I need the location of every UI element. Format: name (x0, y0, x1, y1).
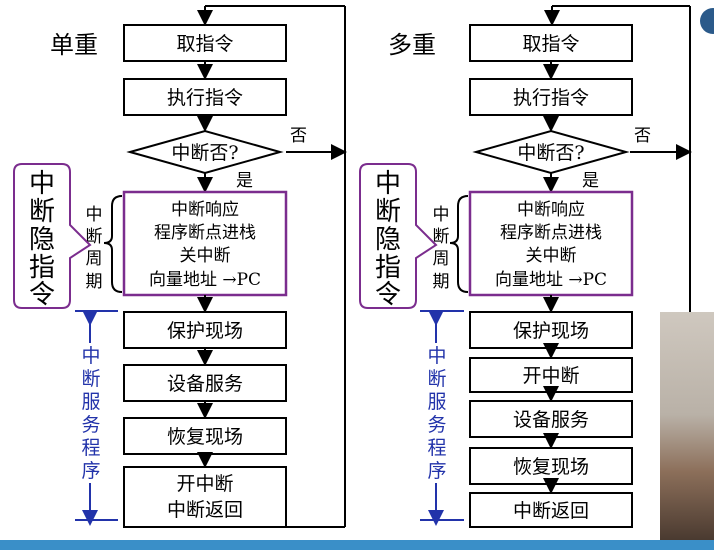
right-cycle-label-3: 周 (433, 249, 450, 269)
right-device-box (469, 400, 633, 438)
left-no-label: 否 (290, 126, 307, 146)
left-cycle-label-2: 断 (86, 227, 103, 247)
right-restore-text: 恢复现场 (513, 456, 589, 478)
right-hidden-2: 断 (375, 197, 401, 227)
right-yes-label: 是 (582, 171, 599, 191)
left-device-box (123, 364, 287, 402)
left-execute-text: 执行指令 (167, 87, 243, 109)
left-flowchart: 单重 取指令 执行指令 中断否? 否 是 中断响应 程序断点进栈 关中断 向量地… (13, 5, 347, 528)
left-return-box (123, 466, 287, 528)
left-service-2: 断 (81, 368, 100, 390)
left-cycle-label-3: 周 (86, 249, 103, 269)
right-cycle-label-2: 断 (433, 227, 450, 247)
right-cycle-line3: 关中断 (526, 246, 577, 266)
right-cycle-box (468, 190, 634, 297)
left-cycle-line4: 向量地址 →PC (149, 270, 261, 290)
right-hidden-1: 中 (375, 169, 401, 199)
right-return-text: 中断返回 (513, 500, 589, 522)
right-cycle-line1: 中断响应 (517, 200, 585, 220)
right-cycle-label-4: 期 (433, 272, 450, 292)
right-service-1: 中 (427, 345, 446, 367)
right-device-text: 设备服务 (513, 409, 589, 431)
right-execute-text: 执行指令 (513, 87, 589, 109)
right-no-label: 否 (634, 126, 651, 146)
left-cycle-label-1: 中 (86, 205, 103, 225)
right-fetch-box (469, 24, 633, 62)
left-decision (126, 129, 284, 175)
corner-badge-icon (700, 8, 714, 34)
right-cycle-line2: 程序断点进栈 (500, 223, 602, 243)
bottom-bar (0, 540, 714, 550)
right-cycle-line4: 向量地址 →PC (495, 270, 607, 290)
left-fetch-box (123, 24, 287, 62)
right-return-box (469, 492, 633, 528)
right-service-5: 程 (427, 437, 446, 459)
right-hidden-callout (359, 163, 438, 309)
webcam-overlay (660, 312, 714, 540)
right-execute-box (469, 78, 633, 116)
left-execute-box (123, 78, 287, 116)
left-decision-text: 中断否? (171, 142, 238, 164)
right-fetch-text: 取指令 (522, 33, 579, 55)
left-return-line1: 开中断 (176, 473, 233, 495)
right-decision-text: 中断否? (517, 142, 584, 164)
right-decision (472, 129, 630, 175)
left-cycle-brace (103, 195, 123, 293)
left-cycle-label-4: 期 (86, 272, 103, 292)
left-cycle-box (122, 190, 288, 297)
right-cycle-label-1: 中 (433, 205, 450, 225)
right-hidden-5: 令 (375, 280, 401, 310)
left-yes-label: 是 (236, 171, 253, 191)
left-service-3: 服 (81, 391, 100, 413)
right-hidden-4: 指 (375, 253, 401, 283)
left-cycle-line2: 程序断点进栈 (154, 223, 256, 243)
left-hidden-4: 指 (29, 253, 55, 283)
right-service-3: 服 (427, 391, 446, 413)
right-service-2: 断 (427, 368, 446, 390)
right-hidden-3: 隐 (375, 225, 401, 255)
left-hidden-2: 断 (29, 197, 55, 227)
left-hidden-5: 令 (29, 280, 55, 310)
left-restore-text: 恢复现场 (167, 426, 243, 448)
left-service-4: 务 (81, 414, 100, 436)
right-save-text: 保护现场 (513, 320, 589, 342)
left-cycle-line3: 关中断 (180, 246, 231, 266)
right-enable-text: 开中断 (522, 365, 579, 387)
left-return-line2: 中断返回 (167, 499, 243, 521)
left-cycle-line1: 中断响应 (171, 200, 239, 220)
left-restore-box (123, 417, 287, 455)
left-service-1: 中 (81, 345, 100, 367)
left-device-text: 设备服务 (167, 373, 243, 395)
right-flowchart: 多重 取指令 执行指令 中断否? 否 是 中断响应 程序断点进栈 关中断 向量地… (359, 5, 692, 528)
right-title: 多重 (388, 31, 436, 59)
left-hidden-3: 隐 (29, 225, 55, 255)
left-hidden-callout (13, 163, 92, 309)
left-title: 单重 (50, 31, 98, 59)
left-service-5: 程 (81, 437, 100, 459)
right-service-4: 务 (427, 414, 446, 436)
left-save-text: 保护现场 (167, 320, 243, 342)
right-save-box (469, 311, 633, 349)
left-fetch-text: 取指令 (176, 33, 233, 55)
right-service-6: 序 (427, 460, 446, 482)
right-cycle-brace (449, 195, 469, 293)
left-service-6: 序 (81, 460, 100, 482)
left-hidden-1: 中 (29, 169, 55, 199)
